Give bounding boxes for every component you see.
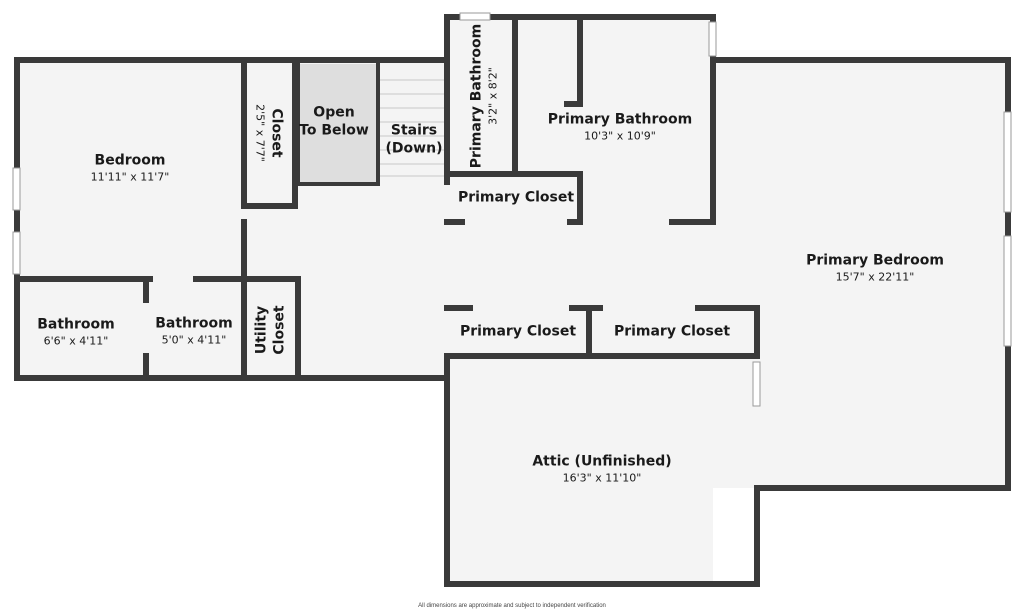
room-name: Primary Bathroom (547, 111, 693, 128)
interior-walls (14, 14, 1011, 587)
disclaimer-text: All dimensions are approximate and subje… (418, 603, 606, 609)
room-dimensions: 10'3" x 10'9" (584, 128, 656, 142)
room-dimensions: 3'2" x 8'2" (485, 67, 499, 125)
room-primary-closet-right: Primary Closet (614, 323, 730, 341)
room-dimensions: 6'6" x 4'11" (43, 333, 109, 347)
room-primary-bedroom: Primary Bedroom 15'7" x 22'11" (806, 252, 944, 283)
room-name: Primary Closet (613, 323, 731, 340)
room-name-line1: Open (313, 104, 355, 121)
room-stairs: Stairs (Down) (386, 123, 443, 158)
room-name-line1: Stairs (390, 122, 438, 139)
room-dimensions: 5'0" x 4'11" (161, 332, 227, 346)
room-primary-closet-top: Primary Closet (458, 189, 574, 207)
room-open-to-below: Open To Below (299, 105, 369, 140)
room-primary-bathroom: Primary Bathroom 10'3" x 10'9" (548, 111, 692, 142)
open-to-below-area (300, 64, 376, 182)
room-bathroom-2: Bathroom 5'0" x 4'11" (155, 315, 233, 346)
room-primary-closet-left: Primary Closet (460, 323, 576, 341)
room-name: Primary Bedroom (806, 252, 944, 269)
room-bathroom-1: Bathroom 6'6" x 4'11" (37, 316, 115, 347)
room-name: Primary Bathroom (468, 23, 485, 169)
room-name-line2: To Below (299, 122, 369, 138)
room-name: Attic (Unfinished) (532, 453, 672, 470)
stair-treads (380, 79, 444, 177)
room-name: Bathroom (37, 316, 115, 333)
room-name: Closet (268, 108, 285, 158)
room-bedroom: Bedroom 11'11" x 11'7" (91, 152, 170, 183)
exterior-walls (14, 14, 1011, 587)
room-name: Bedroom (94, 152, 166, 169)
room-name-line1: Utility (253, 305, 270, 355)
room-name: Primary Closet (457, 189, 575, 206)
windows (12, 12, 1012, 407)
room-name-line2: Closet (271, 305, 287, 355)
room-name: Primary Closet (459, 323, 577, 340)
room-attic: Attic (Unfinished) 16'3" x 11'10" (532, 453, 671, 484)
room-dimensions: 11'11" x 11'7" (90, 169, 170, 183)
room-dimensions: 16'3" x 11'10" (562, 470, 642, 484)
room-name-line2: (Down) (385, 140, 443, 156)
room-name: Bathroom (155, 315, 233, 332)
room-utility-closet: Utility Closet (254, 305, 289, 354)
room-primary-bathroom-small: Primary Bathroom 3'2" x 8'2" (468, 24, 499, 168)
room-dimensions: 15'7" x 22'11" (835, 269, 915, 283)
room-closet-small: Closet 2'5" x 7'7" (253, 104, 285, 162)
floor-fills (17, 17, 1008, 587)
room-dimensions: 2'5" x 7'7" (254, 104, 268, 162)
